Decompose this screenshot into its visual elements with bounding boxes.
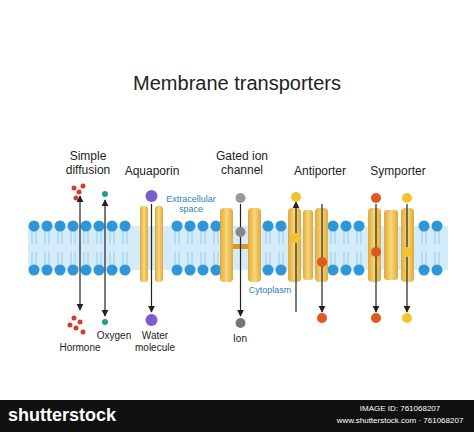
column-heading: Gated ion channel	[211, 150, 273, 178]
transport-arrows	[80, 196, 407, 316]
molecules	[68, 184, 413, 335]
region-label: Extracellular space	[164, 194, 218, 215]
channel-protein	[248, 208, 261, 282]
column-heading: Aquaporin	[117, 165, 187, 179]
antiporter-protein	[303, 210, 313, 280]
molecule-label: Oxygen	[92, 330, 136, 342]
footer-bar	[0, 400, 474, 432]
molecule-label: Ion	[225, 333, 255, 345]
aquaporin-protein	[140, 206, 148, 282]
symporter-protein	[384, 210, 398, 280]
region-label: Cytoplasm	[247, 285, 293, 295]
watermark: www.shutterstock.com · 761068207	[330, 416, 470, 425]
symporter-protein	[368, 208, 381, 282]
antiporter-protein	[288, 208, 301, 282]
watermark: shutterstock	[7, 405, 117, 426]
column-heading: Antiporter	[289, 165, 351, 179]
column-heading: Simple diffusion	[57, 150, 119, 178]
molecule-label: Water molecule	[130, 330, 180, 353]
channel-protein	[220, 208, 233, 282]
watermark: IMAGE ID: 761068207	[330, 404, 470, 413]
column-heading: Symporter	[367, 165, 429, 179]
diagram-title: Membrane transporters	[87, 72, 387, 95]
molecule-label: Hormone	[55, 342, 105, 354]
aquaporin-protein	[155, 206, 163, 282]
